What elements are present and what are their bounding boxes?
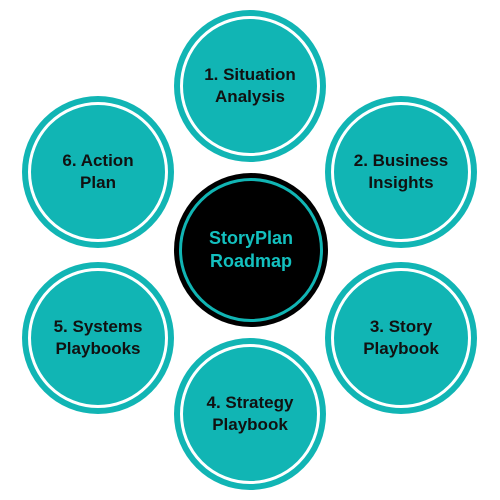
node-label: 2. Business Insights: [353, 151, 449, 192]
center-label: StoryPlan Roadmap: [208, 228, 294, 271]
node-ring: [331, 102, 471, 242]
node-label: 3. Story Playbook: [363, 317, 439, 358]
node-ring: [180, 344, 320, 484]
node-strategy-playbook: 4. Strategy Playbook: [174, 338, 326, 490]
node-ring: [28, 268, 168, 408]
node-action-plan: 6. Action Plan: [22, 96, 174, 248]
node-systems-playbooks: 5. Systems Playbooks: [22, 262, 174, 414]
node-situation-analysis: 1. Situation Analysis: [174, 10, 326, 162]
center-node-storyplan-roadmap: StoryPlan Roadmap: [174, 173, 328, 327]
node-label: 6. Action Plan: [62, 151, 134, 192]
node-business-insights: 2. Business Insights: [325, 96, 477, 248]
center-ring: [179, 178, 323, 322]
node-ring: [331, 268, 471, 408]
node-label: 1. Situation Analysis: [204, 65, 296, 106]
node-ring: [180, 16, 320, 156]
node-label: 5. Systems Playbooks: [53, 317, 143, 358]
node-ring: [28, 102, 168, 242]
node-label: 4. Strategy Playbook: [206, 393, 294, 434]
node-story-playbook: 3. Story Playbook: [325, 262, 477, 414]
